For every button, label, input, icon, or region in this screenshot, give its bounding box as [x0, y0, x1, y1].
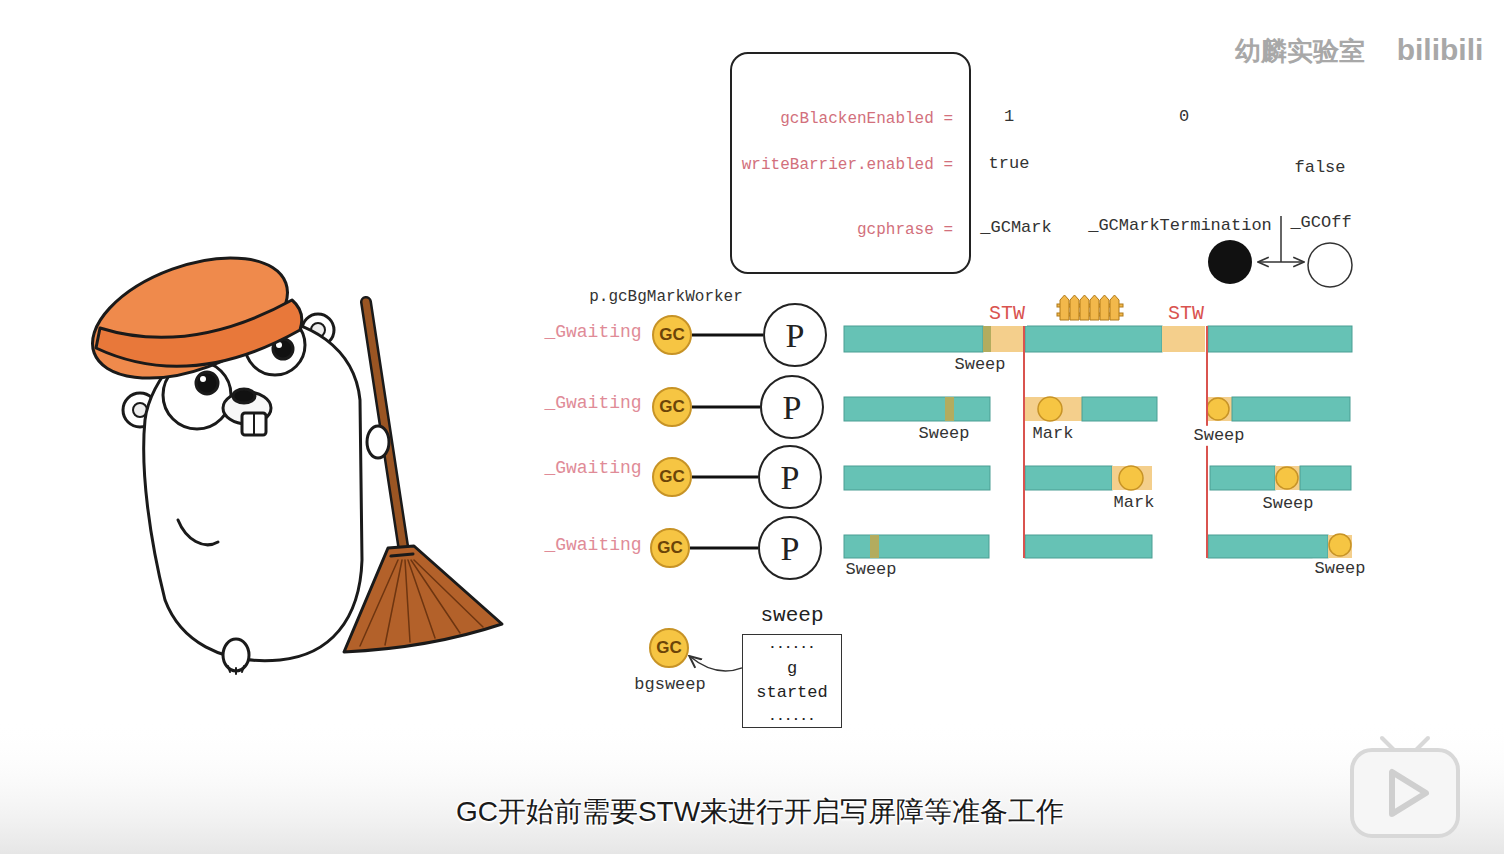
phase-name: _GCOff — [1288, 213, 1353, 233]
connector — [692, 334, 763, 337]
value-text: 0 — [1177, 107, 1191, 127]
status-label: _Gwaiting — [542, 322, 643, 344]
watermark: 幼麟实验室 — [1235, 36, 1365, 67]
processor-label: P — [781, 528, 800, 569]
phase-name: _GCMark — [978, 218, 1053, 238]
goroutine-label: GC — [659, 397, 685, 417]
dots: ...... — [722, 637, 862, 653]
stw-label: STW — [1166, 302, 1206, 326]
connector — [689, 656, 742, 671]
goroutine-label: GC — [657, 538, 683, 558]
sweep-box: sweep......g started...... — [742, 634, 842, 728]
goroutine-name: bgsweep — [632, 675, 707, 695]
processor-label: P — [786, 315, 805, 356]
phase-name: _GCMarkTermination — [1086, 216, 1274, 236]
status-label: _Gwaiting — [542, 458, 643, 480]
gc-goroutine: GC — [649, 628, 689, 668]
phase-label: Sweep — [952, 355, 1007, 375]
goroutine-label: GC — [659, 467, 685, 487]
gc-goroutine: GC — [652, 315, 692, 355]
value-text: false — [1292, 158, 1347, 178]
variable-name: writeBarrier.enabled = — [742, 156, 953, 175]
status-label: _Gwaiting — [542, 535, 643, 557]
processor-circle: P — [758, 516, 822, 580]
connector — [692, 476, 758, 479]
variable-name: gcBlackenEnabled = — [780, 110, 953, 129]
phase-label: Mark — [1031, 424, 1076, 444]
phase-label: Sweep — [1260, 494, 1315, 514]
processor-circle: P — [763, 303, 827, 367]
processor-circle: P — [760, 375, 824, 439]
processor-circle: P — [758, 445, 822, 509]
state-box: gcBlackenEnabled = writeBarrier.enabled =… — [730, 52, 971, 274]
phase-label: Sweep — [916, 424, 971, 444]
connector — [692, 406, 760, 409]
box-heading: sweep — [722, 603, 862, 629]
value-text: 1 — [1002, 107, 1016, 127]
connector — [690, 547, 758, 550]
stw-label: STW — [987, 302, 1027, 326]
watermark: bilibili — [1397, 32, 1484, 68]
processor-label: P — [783, 387, 802, 428]
processor-label: P — [781, 457, 800, 498]
variable-name: gcphrase = — [857, 221, 953, 240]
value-text: true — [987, 154, 1032, 174]
goroutine-label: GC — [659, 325, 685, 345]
phase-label: Sweep — [1191, 426, 1246, 446]
goroutine-label: GC — [656, 638, 682, 658]
phase-label: Sweep — [843, 560, 898, 580]
worker-name: p.gcBgMarkWorker — [587, 288, 745, 307]
gc-goroutine: GC — [652, 457, 692, 497]
status-label: _Gwaiting — [542, 393, 643, 415]
phase-label: Sweep — [1312, 559, 1367, 579]
box-body: g started — [750, 657, 834, 705]
gc-goroutine: GC — [650, 528, 690, 568]
phase-label: Mark — [1112, 493, 1157, 513]
gc-goroutine: GC — [652, 387, 692, 427]
subtitle-caption: GC开始前需要STW来进行开启写屏障等准备工作 — [456, 793, 1064, 831]
dots: ...... — [722, 709, 862, 725]
